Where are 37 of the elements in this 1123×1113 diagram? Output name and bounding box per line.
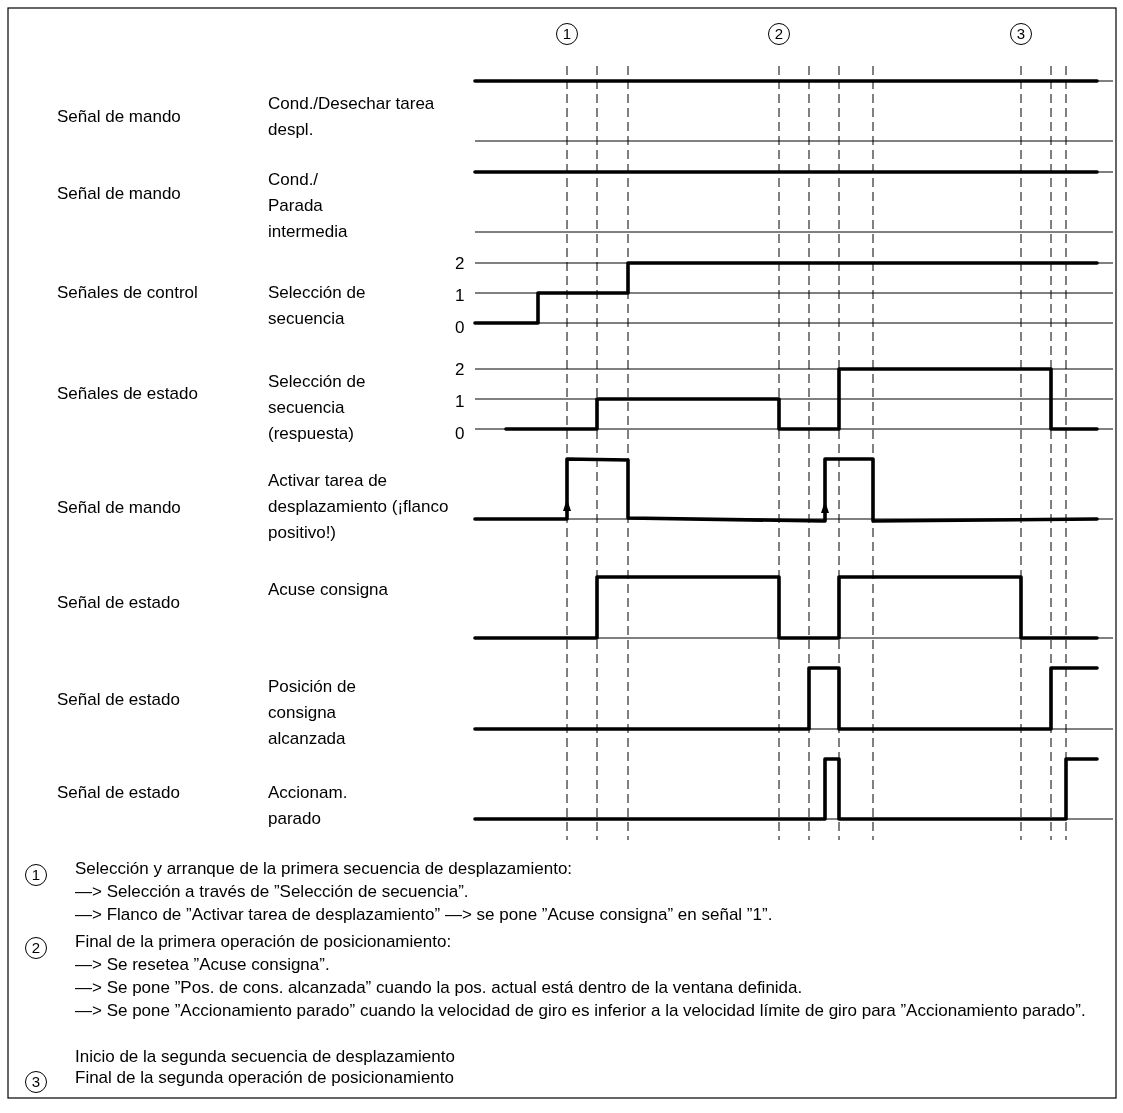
step-marker: 2	[25, 937, 47, 959]
note-text: —> Se resetea ”Acuse consigna”.	[75, 954, 330, 976]
signal-type-label: Señales de control	[57, 282, 198, 304]
step-marker: 3	[25, 1071, 47, 1093]
note-text: —> Flanco de ”Activar tarea de desplazamiento” —> se pone ”Acuse consigna” en señal ”1”.	[75, 904, 773, 926]
level-tick-label: 0	[455, 424, 465, 444]
signal-type-label: Señal de mando	[57, 106, 181, 128]
signal-name-label: Acuse consigna	[268, 579, 390, 601]
signal-name-label: Selección de secuencia	[268, 282, 367, 330]
signal-name-label: Cond./ Parada intermedia	[268, 169, 349, 243]
note-text: —> Selección a través de ”Selección de secuencia”.	[75, 881, 469, 903]
note-text: Selección y arranque de la primera secuencia de desplazamiento:	[75, 858, 573, 880]
level-tick-label: 0	[455, 318, 465, 338]
signal-type-label: Señal de estado	[57, 689, 180, 711]
note-text: —> Se pone ”Accionamiento parado” cuando la velocidad de giro es inferior a la velocidad límite de giro para ”Accionamiento parado”.	[75, 1000, 1087, 1022]
signal-name-label: Accionam. parado	[268, 782, 349, 830]
signal-type-label: Señal de estado	[57, 592, 180, 614]
signal-name-label: Activar tarea de desplazamiento (¡flanco positivo!)	[268, 470, 450, 544]
signal-type-label: Señales de estado	[57, 383, 198, 405]
signal-name-label: Cond./Desechar tarea despl.	[268, 93, 436, 141]
signal-type-label: Señal de mando	[57, 183, 181, 205]
step-marker: 1	[25, 864, 47, 886]
note-text: —> Se pone ”Pos. de cons. alcanzada” cuando la pos. actual está dentro de la ventana definida.	[75, 977, 803, 999]
step-marker: 1	[556, 23, 578, 45]
level-tick-label: 1	[455, 286, 465, 306]
signal-type-label: Señal de mando	[57, 497, 181, 519]
note-text: Inicio de la segunda secuencia de desplazamiento	[75, 1046, 455, 1068]
signal-type-label: Señal de estado	[57, 782, 180, 804]
step-marker: 3	[1010, 23, 1032, 45]
level-tick-label: 2	[455, 360, 465, 380]
step-marker: 2	[768, 23, 790, 45]
level-tick-label: 1	[455, 392, 465, 412]
note-text: Final de la primera operación de posicionamiento:	[75, 931, 452, 953]
level-tick-label: 2	[455, 254, 465, 274]
signal-name-label: Posición de consigna alcanzada	[268, 676, 357, 750]
signal-name-label: Selección de secuencia (respuesta)	[268, 371, 367, 445]
note-text: Final de la segunda operación de posicionamiento	[75, 1067, 454, 1089]
